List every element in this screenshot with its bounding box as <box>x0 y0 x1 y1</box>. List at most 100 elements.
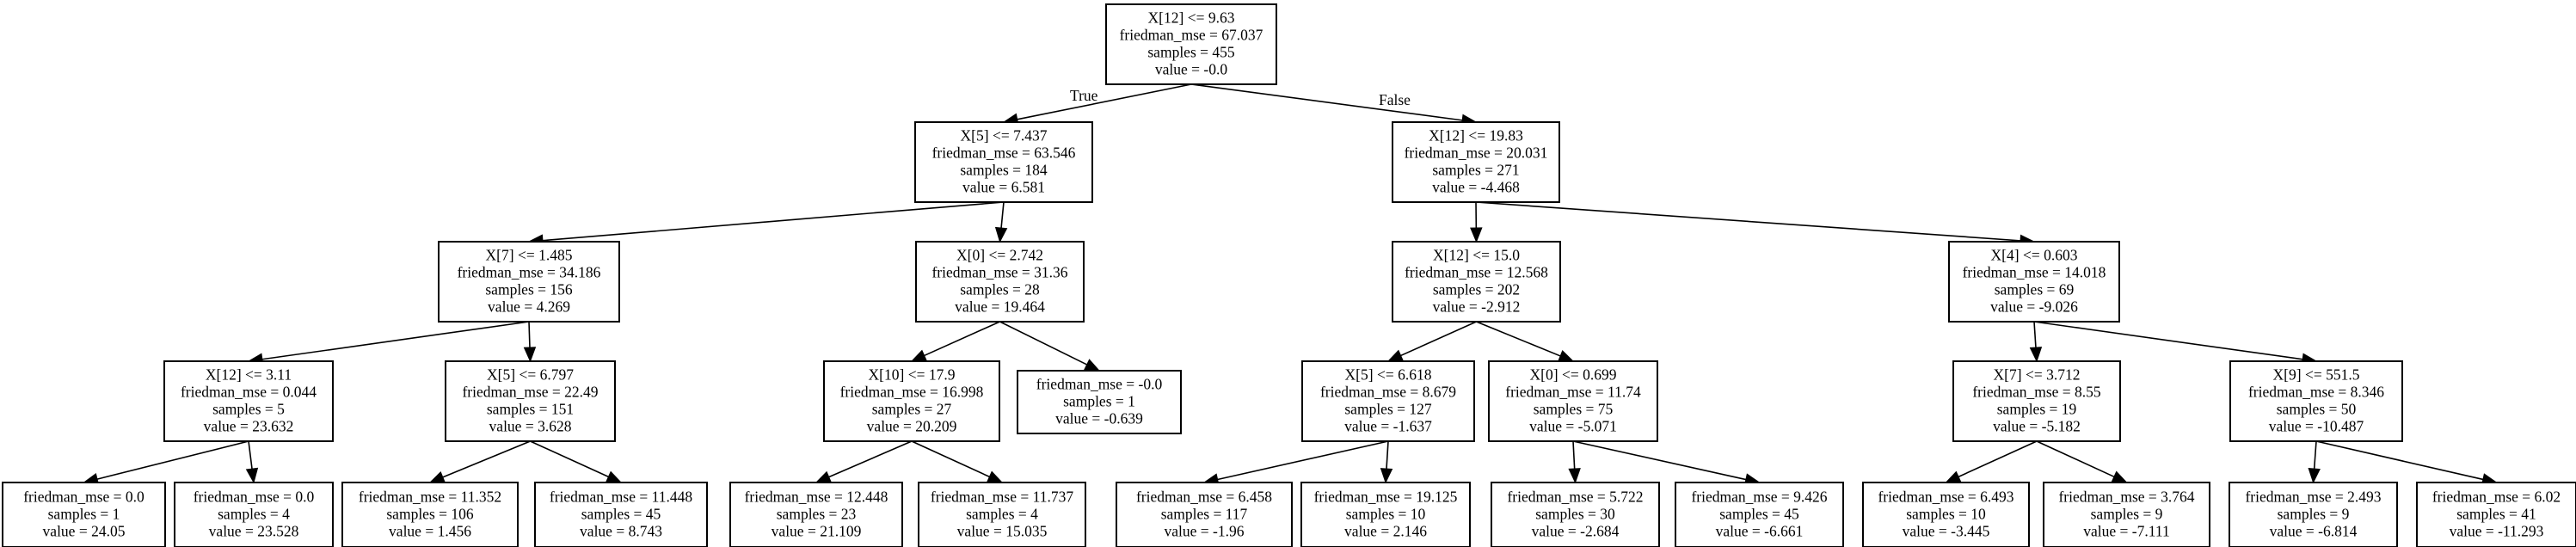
node-line: X[0] <= 2.742 <box>956 247 1043 264</box>
arrowhead-icon <box>1380 468 1393 484</box>
node-line: value = -2.684 <box>1532 523 1620 540</box>
node-line: friedman_mse = 20.031 <box>1405 144 1548 162</box>
edge-line <box>1958 440 2038 478</box>
node-line: friedman_mse = 12.568 <box>1405 264 1548 281</box>
node-line: X[0] <= 0.699 <box>1530 366 1617 384</box>
edge-line <box>911 440 990 478</box>
node-line: samples = 9 <box>2091 506 2163 523</box>
node-box <box>174 482 334 547</box>
edge-line <box>828 440 913 478</box>
node-line: value = -2.912 <box>1433 298 1521 316</box>
node-line: samples = 156 <box>485 281 572 298</box>
node-line: value = -4.468 <box>1432 179 1520 196</box>
edge-line <box>1017 83 1192 120</box>
node-line: X[9] <= 551.5 <box>2273 366 2360 384</box>
node-line: value = -5.071 <box>1529 418 1617 435</box>
edge-line <box>442 440 531 478</box>
node-box <box>1392 121 1560 203</box>
node-line: value = 20.209 <box>867 418 957 435</box>
node-line: value = 23.528 <box>209 523 299 540</box>
node-box <box>1948 241 2120 323</box>
node-line: friedman_mse = 0.0 <box>194 489 315 506</box>
node-line: value = -6.661 <box>1716 523 1804 540</box>
edge-line <box>1386 440 1389 470</box>
edge-n6-n14 <box>2033 321 2318 366</box>
node-line: friedman_mse = 8.55 <box>1972 384 2101 401</box>
arrowhead-icon <box>523 347 537 363</box>
node-line: samples = 75 <box>1534 401 1614 418</box>
node-box <box>823 360 1000 442</box>
arrowhead-icon <box>1568 468 1581 484</box>
node-line: friedman_mse = 0.0 <box>23 489 144 506</box>
node-line: X[12] <= 9.63 <box>1148 9 1235 27</box>
edge-n9-n19 <box>815 440 913 483</box>
node-box <box>1301 360 1475 442</box>
arrowhead-icon <box>428 471 446 483</box>
node-line: value = 21.109 <box>772 523 862 540</box>
node-line: samples = 9 <box>2278 506 2350 523</box>
node-line: samples = 27 <box>872 401 952 418</box>
node-line: value = 15.035 <box>957 523 1048 540</box>
node-line: friedman_mse = -0.0 <box>1036 376 1163 393</box>
node-line: samples = 30 <box>1535 506 1615 523</box>
node-box <box>163 360 334 442</box>
edge-n8-n18 <box>530 440 623 483</box>
node-line: samples = 151 <box>487 401 574 418</box>
node-box <box>2416 482 2576 547</box>
node-line: samples = 117 <box>1161 506 1248 523</box>
node-line: samples = 4 <box>218 506 290 523</box>
arrowhead-icon <box>1557 350 1575 362</box>
node-line: value = -1.96 <box>1165 523 1245 540</box>
edge-line <box>1572 440 1576 470</box>
node-line: samples = 271 <box>1432 162 1519 179</box>
node-line: value = -10.487 <box>2269 418 2364 435</box>
node-box <box>729 482 903 547</box>
edge-n8-n17 <box>428 440 531 483</box>
node-line: value = 23.632 <box>204 418 294 435</box>
node-line: value = 19.464 <box>955 298 1045 316</box>
node-box <box>2229 482 2398 547</box>
node-line: friedman_mse = 11.737 <box>931 489 1073 506</box>
edge-n5-n12 <box>1476 321 1575 362</box>
edge-n5-n11 <box>1386 321 1477 362</box>
node-line: samples = 69 <box>1995 281 2075 298</box>
edge-line <box>530 440 609 478</box>
node-box <box>918 482 1086 547</box>
edge-label-false: False <box>1379 91 1411 108</box>
node-line: friedman_mse = 11.74 <box>1505 384 1641 401</box>
node-line: value = -5.182 <box>1993 418 2081 435</box>
arrowhead-icon <box>1945 470 1962 483</box>
node-line: value = -6.814 <box>2270 523 2358 540</box>
node-line: value = 8.743 <box>580 523 662 540</box>
node-line: samples = 19 <box>1997 401 2077 418</box>
node-line: samples = 184 <box>960 162 1047 179</box>
node-line: samples = 455 <box>1147 44 1234 61</box>
edge-n14-n28 <box>2315 440 2498 486</box>
node-line: X[4] <= 0.603 <box>1991 247 2078 264</box>
edge-label-true: True <box>1070 87 1098 104</box>
node-line: value = -1.637 <box>1344 418 1432 435</box>
node-box <box>914 121 1093 203</box>
edge-line <box>1572 440 1747 481</box>
edge-n7-n16 <box>245 440 259 484</box>
node-line: samples = 23 <box>777 506 857 523</box>
node-box <box>438 241 620 323</box>
node-line: friedman_mse = 63.546 <box>932 144 1076 162</box>
node-line: value = -0.639 <box>1055 410 1143 427</box>
